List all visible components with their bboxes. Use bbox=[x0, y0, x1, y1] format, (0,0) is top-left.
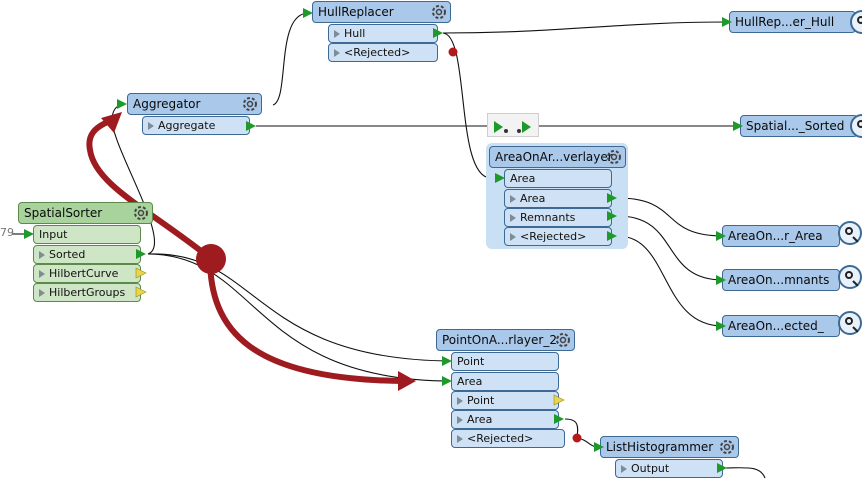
magnifier-icon[interactable] bbox=[850, 114, 862, 138]
hullreplacer-port-hull[interactable]: Hull bbox=[328, 24, 438, 43]
inspector-area[interactable]: AreaOn...r_Area bbox=[722, 225, 840, 247]
annotation-arrowhead-aggregator bbox=[101, 112, 122, 133]
run-from-this-icon[interactable] bbox=[516, 119, 534, 133]
hullreplacer-port-rejected[interactable]: <Rejected> bbox=[328, 43, 438, 62]
connection-rejected-to-inspector bbox=[617, 235, 724, 327]
pointonarea-port-area-input[interactable]: Area bbox=[451, 372, 559, 391]
spatialsorter-port-hilbertcurve[interactable]: HilbertCurve bbox=[33, 264, 141, 283]
port-arrow-icon bbox=[621, 465, 627, 473]
port-arrow-icon bbox=[457, 416, 463, 424]
port-arrow-icon bbox=[457, 397, 463, 405]
areaonarea-port-area-input[interactable]: Area bbox=[504, 169, 612, 188]
magnifier-icon[interactable] bbox=[838, 221, 862, 245]
port-arrow-icon bbox=[148, 122, 154, 130]
spatialsorter-title: SpatialSorter bbox=[24, 206, 103, 220]
connection-hull-to-areaonarea bbox=[442, 32, 491, 179]
gear-icon[interactable] bbox=[719, 439, 735, 455]
hullreplacer-header[interactable]: HullReplacer bbox=[312, 1, 451, 23]
areaonarea-header[interactable]: AreaOnAr...verlayer bbox=[489, 146, 626, 168]
pointonarea-header[interactable]: PointOnA...rlayer_2 bbox=[436, 329, 575, 351]
gear-icon[interactable] bbox=[431, 4, 447, 20]
port-arrow-icon bbox=[457, 435, 463, 443]
areaonarea-port-area[interactable]: Area bbox=[504, 189, 612, 208]
port-arrow-icon bbox=[510, 214, 516, 222]
areaonarea-title: AreaOnAr...verlayer bbox=[495, 150, 613, 164]
port-arrow-icon bbox=[510, 233, 516, 241]
aggregator-port-aggregate[interactable]: Aggregate bbox=[142, 116, 250, 135]
listhistogrammer-header[interactable]: ListHistogrammer bbox=[600, 436, 739, 458]
annotation-arrow-to-aggregator bbox=[86, 118, 213, 261]
connection-output-continues bbox=[721, 467, 766, 479]
inspector-hull[interactable]: HullRep...er_Hull bbox=[729, 11, 856, 33]
areaonarea-port-rejected[interactable]: <Rejected> bbox=[504, 227, 612, 246]
annotation-junction bbox=[196, 244, 226, 274]
gear-icon[interactable] bbox=[242, 96, 258, 112]
aggregator-title: Aggregator bbox=[133, 97, 201, 111]
aggregator-header[interactable]: Aggregator bbox=[127, 93, 262, 115]
rejected-dot-hullreplacer bbox=[448, 47, 458, 57]
connection-hull-to-inspector bbox=[442, 21, 728, 34]
run-to-this-icon[interactable] bbox=[492, 119, 510, 133]
annotation-arrowhead-area bbox=[398, 371, 416, 391]
pointonarea-port-point-input[interactable]: Point bbox=[451, 352, 559, 371]
inspector-remnants[interactable]: AreaOn...mnants bbox=[722, 269, 840, 291]
port-arrow-icon bbox=[39, 270, 45, 278]
magnifier-icon[interactable] bbox=[838, 311, 862, 335]
pointonarea-port-area[interactable]: Area bbox=[451, 410, 559, 429]
areaonarea-port-remnants[interactable]: Remnants bbox=[504, 208, 612, 227]
port-arrow-icon bbox=[39, 289, 45, 297]
connection-aggregator-to-hullreplacer bbox=[272, 12, 309, 106]
pointonarea-port-point[interactable]: Point bbox=[451, 391, 559, 410]
rejected-dot-pointonarea bbox=[572, 433, 582, 443]
pointonarea-port-rejected[interactable]: <Rejected> bbox=[451, 429, 565, 448]
port-arrow-icon bbox=[334, 30, 340, 38]
listhistogrammer-port-output[interactable]: Output bbox=[615, 459, 723, 478]
edge-fragment-label: 79 bbox=[0, 226, 14, 239]
spatialsorter-port-sorted[interactable]: Sorted bbox=[33, 245, 141, 264]
connection-remnants-to-inspector bbox=[617, 215, 724, 281]
run-toolbar bbox=[487, 113, 539, 137]
magnifier-icon[interactable] bbox=[850, 10, 862, 34]
inspector-sorted[interactable]: Spatial..._Sorted bbox=[740, 115, 858, 137]
port-arrow-icon bbox=[334, 49, 340, 57]
gear-icon[interactable] bbox=[606, 149, 622, 165]
spatialsorter-header[interactable]: SpatialSorter bbox=[18, 202, 153, 224]
spatialsorter-port-input[interactable]: Input bbox=[33, 225, 141, 244]
connection-sorted-to-area bbox=[147, 253, 453, 382]
inspector-rejected[interactable]: AreaOn...ected_ bbox=[722, 315, 840, 337]
connection-sorted-to-point bbox=[147, 253, 453, 362]
magnifier-icon[interactable] bbox=[838, 265, 862, 289]
gear-icon[interactable] bbox=[555, 332, 571, 348]
connection-area-to-inspector bbox=[617, 197, 724, 237]
spatialsorter-port-hilbertgroups[interactable]: HilbertGroups bbox=[33, 283, 141, 302]
gear-icon[interactable] bbox=[133, 205, 149, 221]
port-arrow-icon bbox=[510, 195, 516, 203]
port-arrow-icon bbox=[39, 251, 45, 259]
annotation-arrow-to-area bbox=[207, 255, 408, 384]
listhistogrammer-title: ListHistogrammer bbox=[606, 440, 714, 454]
hullreplacer-title: HullReplacer bbox=[318, 5, 394, 19]
pointonarea-title: PointOnA...rlayer_2 bbox=[442, 333, 557, 347]
